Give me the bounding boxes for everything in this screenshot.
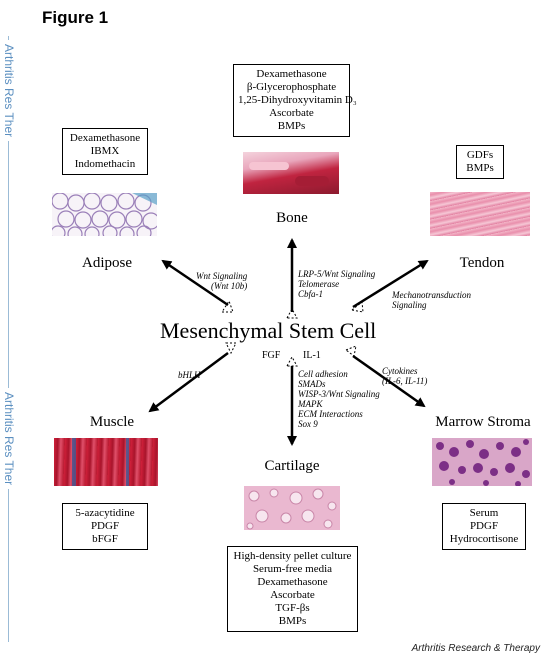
- side-rule: [8, 36, 9, 642]
- cartilage-signals: Cell adhesion SMADs WISP-3/Wnt Signaling…: [298, 369, 380, 429]
- bone-factor: β-Glycerophosphate: [246, 81, 337, 93]
- bone-factor: Dexamethasone: [256, 68, 327, 80]
- bone-label: Bone: [276, 210, 308, 226]
- bone-signal: Telomerase: [298, 279, 340, 289]
- cartilage-factor: TGF-βs: [275, 602, 310, 614]
- cartilage-signal: ECM Interactions: [298, 409, 363, 419]
- marrow-factor: PDGF: [469, 520, 499, 532]
- cartilage-signal: Cell adhesion: [298, 369, 348, 379]
- adipose-factor: Dexamethasone: [69, 132, 141, 144]
- marrow-signal: (IL-6, IL-11): [382, 376, 428, 386]
- bone-factor: 1,25-Dihydroxyvitamin D₃: [238, 94, 357, 106]
- arrow-marrow-stroma: [352, 354, 426, 408]
- cartilage-label: Cartilage: [264, 458, 320, 474]
- marrow-factor: Serum: [469, 507, 499, 519]
- bone-factor: BMPs: [277, 120, 306, 132]
- cartilage-histology-image: [244, 486, 340, 530]
- feedback-arrow-bone: [286, 307, 298, 319]
- bone-factors-box: Dexamethasone β-Glycerophosphate 1,25-Di…: [233, 64, 357, 137]
- bone-factor: Ascorbate: [269, 107, 314, 119]
- marrow-cells: [436, 439, 530, 486]
- muscle-factor: bFGF: [92, 533, 118, 545]
- side-journal-label-bottom: Arthritis Res Ther: [2, 388, 16, 490]
- cartilage-factor: Ascorbate: [270, 589, 315, 601]
- tendon-factor: BMPs: [466, 162, 494, 174]
- adipose-factor: IBMX: [90, 145, 120, 157]
- tendon-histology-image: [430, 192, 530, 236]
- marrow-factor: Hydrocortisone: [449, 533, 519, 545]
- cartilage-signal: MAPK: [298, 399, 323, 409]
- marrow-signal: Cytokines: [382, 366, 418, 376]
- side-journal-label-top: Arthritis Res Ther: [2, 40, 16, 142]
- bone-signal: Cbfa-1: [298, 289, 324, 299]
- tendon-signal: Signaling: [392, 300, 427, 310]
- muscle-label: Muscle: [89, 414, 135, 430]
- cartilage-factor: High-density pellet culture: [233, 550, 352, 562]
- muscle-factor: PDGF: [90, 520, 120, 532]
- tendon-factors-box: GDFs BMPs: [456, 145, 504, 179]
- cartilage-factor: Serum-free media: [252, 563, 333, 575]
- tendon-signal: Mechanotransduction: [392, 290, 471, 300]
- cartilage-factor: BMPs: [278, 615, 307, 627]
- il1-label: IL-1: [303, 350, 321, 361]
- arrow-tendon: [352, 259, 429, 309]
- arrow-muscle: [148, 351, 229, 413]
- marrow-signals: Cytokines (IL-6, IL-11): [382, 366, 427, 386]
- marrow-stroma-label: Marrow Stroma: [435, 414, 531, 430]
- cartilage-signal: WISP-3/Wnt Signaling: [298, 389, 380, 399]
- feedback-arrow-cartilage: [286, 355, 298, 367]
- adipose-histology-image: [52, 193, 157, 236]
- marrow-factors-box: Serum PDGF Hydrocortisone: [442, 503, 526, 550]
- center-title: Mesenchymal Stem Cell: [160, 318, 377, 343]
- adipose-label: Adipose: [82, 255, 132, 271]
- adipose-factor: Indomethacin: [74, 158, 136, 170]
- adipose-signal: (Wnt 10b): [211, 281, 248, 291]
- bone-signals: LRP-5/Wnt Signaling Telomerase Cbfa-1: [298, 269, 375, 299]
- cartilage-factor: Dexamethasone: [257, 576, 328, 588]
- muscle-signal: bHLH: [178, 370, 201, 380]
- cartilage-signal: SMADs: [298, 379, 326, 389]
- arrow-adipose: [161, 259, 229, 307]
- cartilage-signal: Sox 9: [298, 419, 318, 429]
- feedback-arrow-marrow: [344, 345, 357, 357]
- tendon-label: Tendon: [459, 255, 505, 271]
- fgf-label: FGF: [262, 350, 281, 361]
- feedback-arrow-muscle: [225, 342, 237, 355]
- figure-title: Figure 1: [42, 8, 109, 27]
- tendon-signals: Mechanotransduction Signaling: [392, 290, 471, 310]
- adipose-signals: Wnt Signaling (Wnt 10b): [196, 271, 247, 291]
- cartilage-lacunae: [246, 488, 337, 530]
- muscle-histology-image: [54, 438, 158, 486]
- adipose-signal: Wnt Signaling: [196, 271, 248, 281]
- muscle-factors-box: 5-azacytidine PDGF bFGF: [62, 503, 148, 550]
- publisher-credit: Arthritis Research & Therapy: [411, 643, 540, 654]
- adipose-factors-box: Dexamethasone IBMX Indomethacin: [62, 128, 148, 175]
- bone-histology-image: [243, 152, 339, 194]
- muscle-factor: 5-azacytidine: [75, 507, 135, 519]
- feedback-arrow-tendon: [350, 301, 364, 313]
- marrow-histology-image: [432, 438, 532, 486]
- bone-signal: LRP-5/Wnt Signaling: [298, 269, 376, 279]
- tendon-factor: GDFs: [466, 149, 494, 161]
- adipose-cells: [52, 193, 157, 236]
- feedback-arrow-adipose: [221, 299, 234, 313]
- cartilage-factors-box: High-density pellet culture Serum-free m…: [227, 546, 358, 632]
